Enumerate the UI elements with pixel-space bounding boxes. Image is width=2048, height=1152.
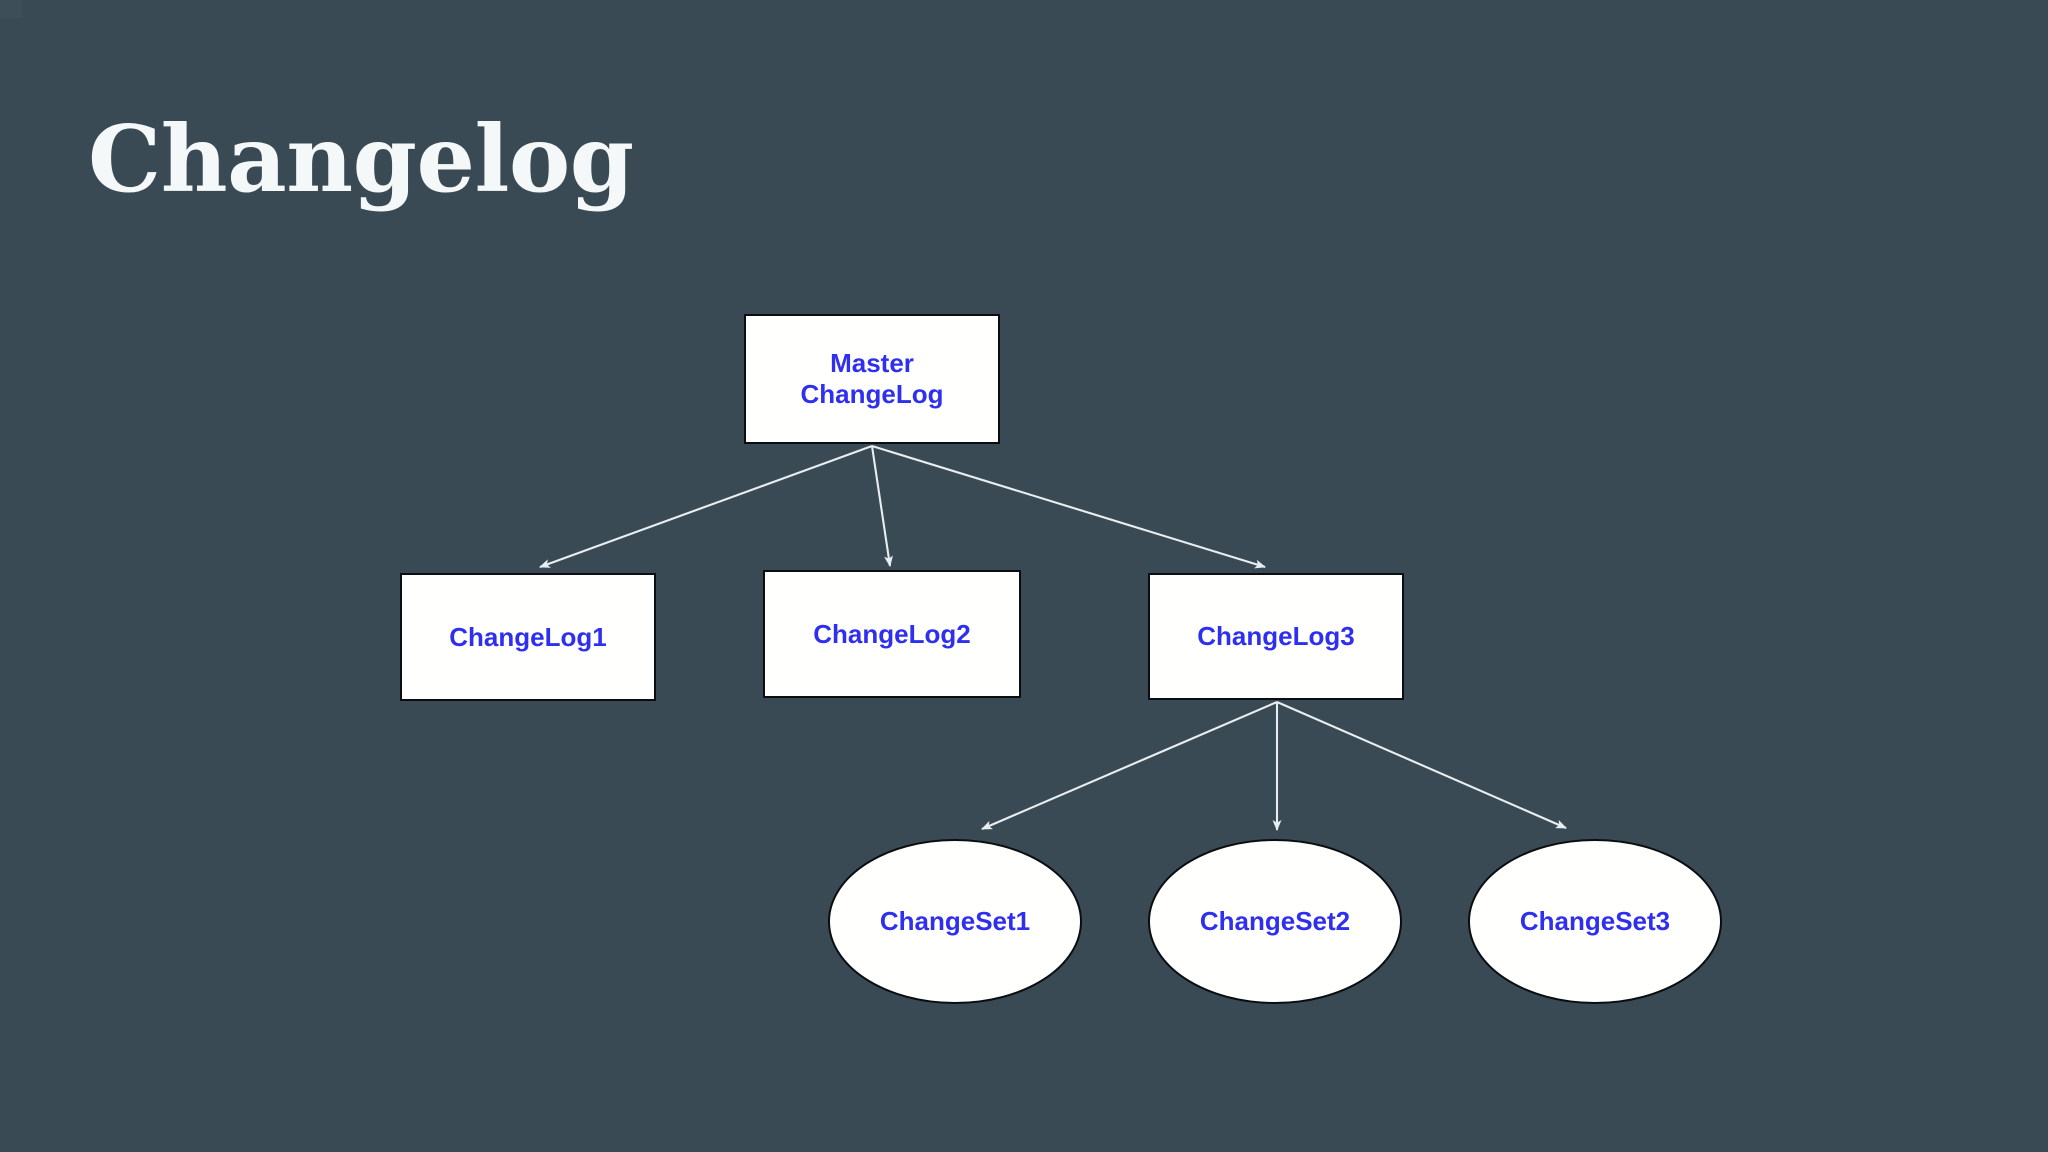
node-changelog2[interactable]: ChangeLog2: [763, 570, 1021, 698]
edge-master-to-changelog2: [870, 445, 893, 567]
edge-master-to-changelog3: [871, 444, 1266, 569]
node-changeset1[interactable]: ChangeSet1: [828, 839, 1082, 1004]
node-changelog3[interactable]: ChangeLog3: [1148, 573, 1404, 700]
node-changeset2-label: ChangeSet2: [1199, 906, 1351, 937]
node-changelog2-label: ChangeLog2: [813, 618, 971, 649]
corner-tint: [0, 0, 22, 18]
node-changeset2[interactable]: ChangeSet2: [1148, 839, 1402, 1004]
node-changeset1-label: ChangeSet1: [879, 906, 1031, 937]
node-changeset3[interactable]: ChangeSet3: [1468, 839, 1722, 1004]
node-changelog1[interactable]: ChangeLog1: [400, 573, 656, 701]
edge-master-to-changelog1: [539, 445, 873, 568]
edge-changelog3-to-changeset3: [1276, 701, 1567, 829]
node-master-changelog-label: Master ChangeLog: [800, 348, 944, 409]
edge-changelog3-to-changeset1: [981, 701, 1278, 830]
page-title: Changelog: [88, 105, 634, 213]
node-changelog3-label: ChangeLog3: [1197, 621, 1355, 652]
node-changeset3-label: ChangeSet3: [1519, 906, 1671, 937]
node-changelog1-label: ChangeLog1: [449, 621, 607, 652]
node-master-changelog[interactable]: Master ChangeLog: [744, 314, 1000, 444]
